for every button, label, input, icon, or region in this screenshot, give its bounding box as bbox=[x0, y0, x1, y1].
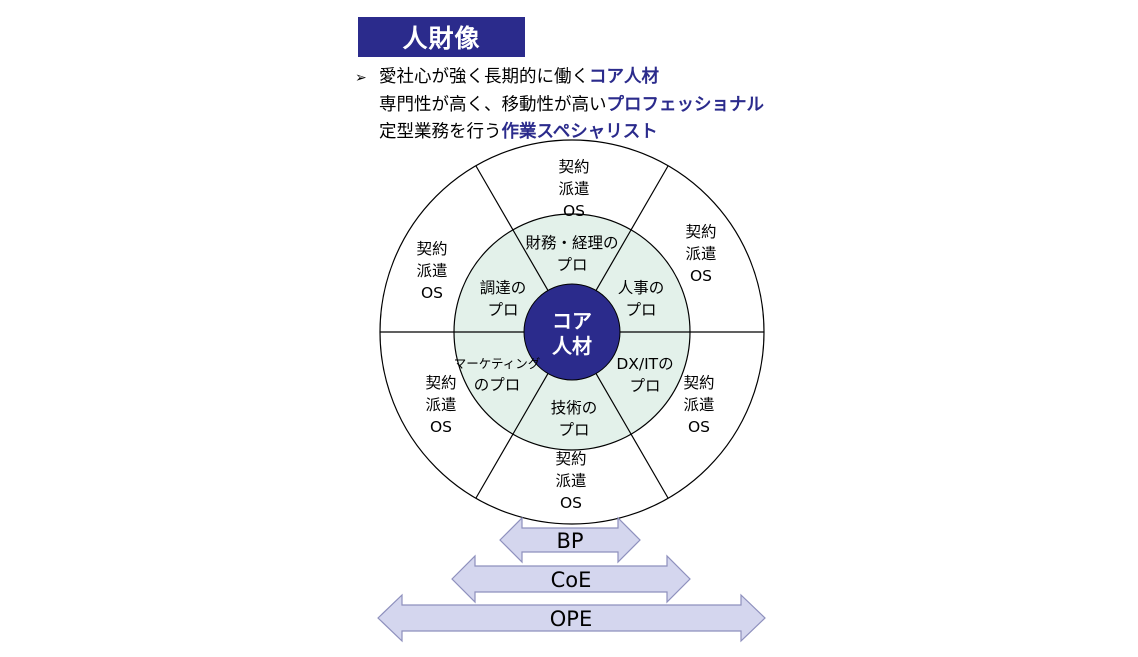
core-label-2: 人材 bbox=[552, 334, 592, 358]
outer-label-line: 派遣 bbox=[416, 262, 447, 280]
inner-label-dxit: DX/ITの bbox=[616, 355, 673, 373]
inner-label-tech-2: プロ bbox=[558, 421, 589, 439]
outer-label-line: OS bbox=[688, 418, 710, 436]
inner-label-hr: 人事の bbox=[618, 279, 665, 297]
outer-label-line: 契約 bbox=[558, 158, 589, 176]
outer-label-line: 契約 bbox=[416, 240, 447, 258]
inner-label-hr-2: プロ bbox=[625, 301, 656, 319]
bullet-text: 定型業務を行う bbox=[379, 122, 502, 142]
bullet-text: 専門性が高く、移動性が高い bbox=[379, 95, 607, 115]
ope-label: OPE bbox=[550, 607, 592, 631]
outer-label-line: 派遣 bbox=[683, 396, 714, 414]
inner-label-finance: 財務・経理の bbox=[525, 234, 618, 252]
bullet-line-3: 定型業務を行う作業スペシャリスト bbox=[355, 119, 764, 146]
bullet-text: 愛社心が強く長期的に働く bbox=[379, 67, 589, 87]
outer-label-line: OS bbox=[421, 284, 443, 302]
inner-label-dxit-2: プロ bbox=[629, 377, 660, 395]
coe-label: CoE bbox=[551, 568, 592, 592]
outer-label-top-right: 契約 派遣 OS bbox=[685, 223, 716, 285]
core-label-1: コア bbox=[552, 309, 592, 333]
bullet-highlight: プロフェッショナル bbox=[606, 95, 765, 115]
outer-label-bottom: 契約 派遣 OS bbox=[555, 450, 586, 512]
inner-label-procurement: 調達の bbox=[480, 279, 527, 297]
outer-label-line: 契約 bbox=[683, 374, 714, 392]
outer-label-top: 契約 派遣 OS bbox=[558, 158, 589, 220]
bullet-line-2: 専門性が高く、移動性が高いプロフェッショナル bbox=[355, 92, 764, 119]
core-circle bbox=[523, 283, 621, 381]
outer-label-line: OS bbox=[430, 418, 452, 436]
bullet-list: ➢ 愛社心が強く長期的に働くコア人材 専門性が高く、移動性が高いプロフェッショナル… bbox=[355, 64, 764, 146]
bullet-line-1: ➢ 愛社心が強く長期的に働くコア人材 bbox=[355, 64, 764, 92]
outer-label-line: 契約 bbox=[555, 450, 586, 468]
bullet-highlight: 作業スペシャリスト bbox=[501, 122, 658, 142]
outer-label-bottom-right: 契約 派遣 OS bbox=[683, 374, 714, 436]
ope-arrow bbox=[377, 593, 766, 643]
outer-label-line: 派遣 bbox=[425, 396, 456, 414]
coe-arrow bbox=[451, 554, 691, 604]
outer-label-line: OS bbox=[560, 494, 582, 512]
bullet-highlight: コア人材 bbox=[589, 67, 659, 87]
bullet-arrow-icon: ➢ bbox=[355, 70, 367, 86]
outer-label-line: 契約 bbox=[425, 374, 456, 392]
outer-label-line: 派遣 bbox=[558, 180, 589, 198]
outer-label-bottom-left: 契約 派遣 OS bbox=[425, 374, 456, 436]
outer-label-line: 派遣 bbox=[555, 472, 586, 490]
outer-label-line: OS bbox=[690, 267, 712, 285]
inner-label-tech: 技術の bbox=[551, 399, 598, 417]
outer-label-line: OS bbox=[563, 202, 585, 220]
outer-label-line: 派遣 bbox=[685, 245, 716, 263]
inner-label-finance-2: プロ bbox=[556, 256, 587, 274]
inner-label-marketing: マーケティング bbox=[454, 356, 541, 371]
bp-label: BP bbox=[556, 529, 583, 553]
outer-label-line: 契約 bbox=[685, 223, 716, 241]
outer-label-top-left: 契約 派遣 OS bbox=[416, 240, 447, 302]
bp-arrow bbox=[499, 516, 641, 564]
title-box: 人財像 bbox=[358, 17, 525, 57]
inner-label-marketing-2: のプロ bbox=[474, 376, 521, 394]
inner-label-procurement-2: プロ bbox=[487, 301, 518, 319]
